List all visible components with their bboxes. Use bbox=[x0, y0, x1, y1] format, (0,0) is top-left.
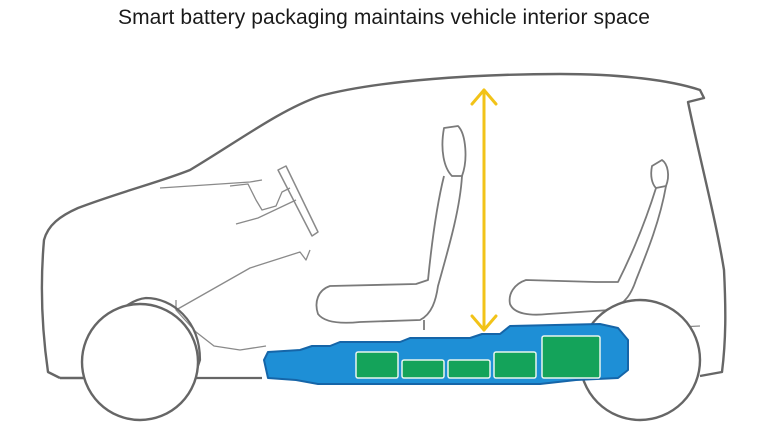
dashboard-line bbox=[159, 179, 263, 189]
battery-module-1 bbox=[355, 351, 399, 379]
battery-pack bbox=[263, 323, 629, 385]
diagram-title: Smart battery packaging maintains vehicl… bbox=[117, 6, 651, 29]
steering-wheel bbox=[277, 165, 319, 237]
battery-module-5 bbox=[541, 335, 601, 379]
battery-module-3 bbox=[447, 359, 491, 379]
double-headed-vertical-arrow-icon bbox=[470, 88, 498, 332]
front-seat bbox=[315, 125, 467, 330]
battery-module-2 bbox=[401, 359, 445, 379]
battery-module-4 bbox=[493, 351, 537, 379]
instrument-panel bbox=[229, 183, 291, 211]
vehicle-body-outline bbox=[40, 72, 727, 380]
rear-seat bbox=[508, 159, 669, 316]
steering-column bbox=[235, 199, 297, 225]
front-wheel bbox=[80, 296, 202, 422]
